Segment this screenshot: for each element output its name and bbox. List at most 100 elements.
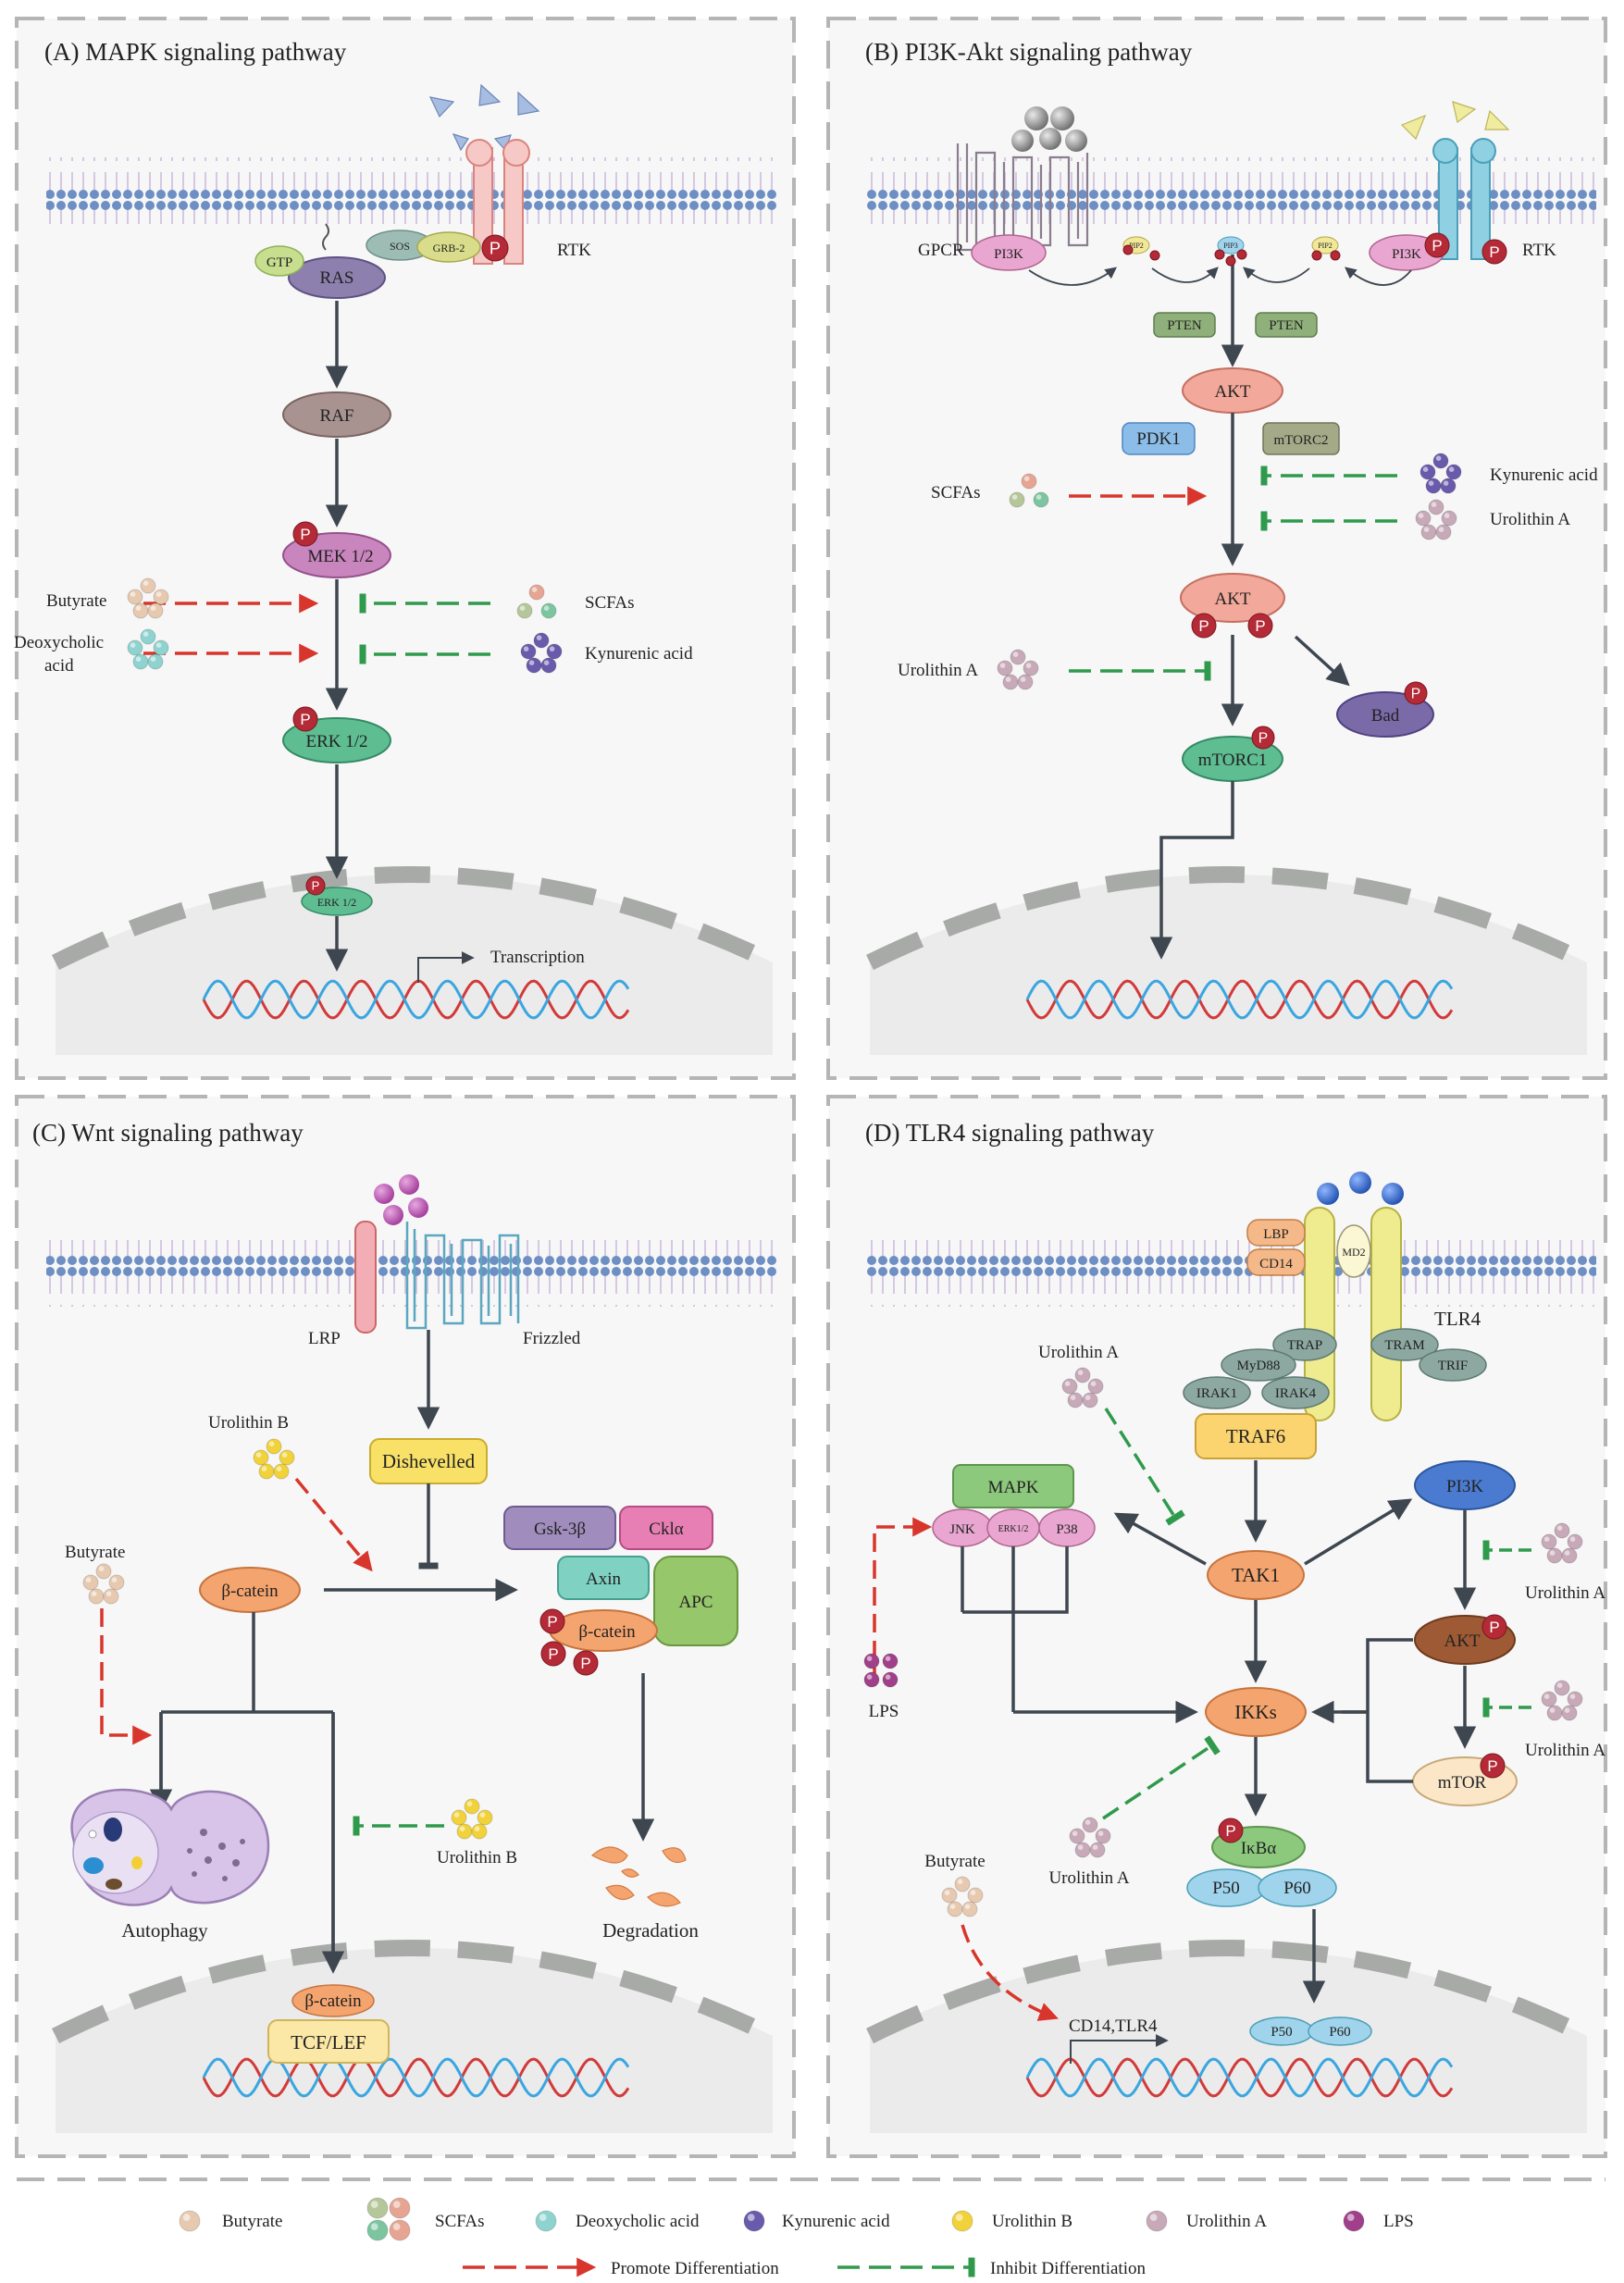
tlr4-label: TLR4 [1434, 1308, 1481, 1330]
inhibit-bar-urolithin-a-d-top [1104, 1408, 1185, 1526]
pi3k-b-right-label: PI3K [1392, 247, 1421, 262]
p60-nuclear-label: P60 [1329, 2025, 1350, 2040]
dishevelled-label: Dishevelled [382, 1450, 476, 1472]
frizzled-receptor [405, 1222, 520, 1330]
gsk-node [503, 1506, 616, 1550]
frizzled-label: Frizzled [523, 1329, 581, 1348]
urolithin-b-top-label: Urolithin B [208, 1413, 289, 1433]
svg-text:P: P [1198, 617, 1209, 635]
svg-text:P: P [1255, 617, 1265, 635]
pip3-label: PIP3 [1223, 242, 1238, 250]
apc-label: APC [679, 1593, 713, 1612]
phospho-marker: P [1481, 239, 1507, 265]
sos-label: SOS [390, 240, 410, 253]
akt-label: AKT [1214, 382, 1250, 402]
legend-kynurenic-label: Kynurenic acid [782, 2212, 890, 2231]
inhibit-bar-urolithin-a-d-mid [1102, 1735, 1221, 1820]
mtorc2-node [1262, 422, 1340, 455]
akt-phospho-node [1180, 573, 1285, 623]
ikba-label: IκBα [1241, 1839, 1277, 1858]
phospho-marker: P [573, 1650, 599, 1676]
phospho-marker [1330, 250, 1341, 261]
beta-catenin-nuclear-node [291, 1984, 375, 2017]
ras-anchor [322, 223, 329, 251]
p60-node [1258, 1868, 1337, 1907]
bad-label: Bad [1371, 706, 1400, 726]
nucleus-a [51, 866, 776, 1055]
pdk1-node [1122, 422, 1196, 455]
gtp-label: GTP [267, 255, 292, 270]
deoxycholic-a-label-1: Deoxycholic [14, 633, 104, 652]
rtk-b-label: RTK [1522, 241, 1556, 260]
tak1-node [1207, 1550, 1305, 1600]
phospho-marker: P [1218, 1818, 1244, 1843]
ck1-label: Cklα [649, 1520, 683, 1539]
svg-text:P: P [1487, 1757, 1497, 1775]
arrow-pip2-pip3-left [1151, 267, 1219, 283]
arrow-aktp-bad [1294, 635, 1350, 687]
urolithin-a-b-right-label: Urolithin A [1490, 510, 1570, 529]
phospho-marker: P [1480, 1753, 1506, 1779]
legend-butyrate-swatch [179, 2210, 201, 2232]
phospho-marker: P [540, 1641, 566, 1667]
rtk-a [465, 139, 530, 265]
scfas-b-cluster [1009, 473, 1049, 508]
autophagy-cell [70, 1788, 270, 1906]
phospho-marker: P [305, 875, 326, 896]
lrp-receptor [354, 1221, 377, 1334]
gpcr-label: GPCR [918, 241, 964, 260]
tlr4-receptor-right [1370, 1207, 1402, 1421]
akt-phospho-label: AKT [1214, 589, 1250, 609]
svg-text:P: P [300, 711, 310, 728]
kynurenic-a-label: Kynurenic acid [585, 644, 693, 664]
butyrate-d-cluster [941, 1876, 984, 1917]
butyrate-c-cluster [82, 1563, 125, 1605]
p60-label: P60 [1283, 1879, 1311, 1898]
degradation-fragments [590, 1846, 687, 1907]
trif-label: TRIF [1438, 1359, 1469, 1373]
pi3k-d-node [1414, 1460, 1516, 1510]
rtk-a-label: RTK [557, 241, 591, 260]
membrane-a [46, 157, 777, 224]
phospho-marker: P [1251, 726, 1275, 750]
axin-label: Axin [586, 1570, 622, 1589]
urolithin-b-bottom-cluster [451, 1798, 493, 1840]
grb2-node [416, 231, 481, 263]
membrane-d [865, 1240, 1596, 1307]
beta-catenin-nuclear-label: β-catein [304, 1991, 362, 2011]
cd14-tlr4-label: CD14,TLR4 [1069, 2016, 1158, 2036]
ligand-d [1317, 1172, 1404, 1205]
scfas-a-label: SCFAs [585, 593, 635, 613]
svg-text:P: P [580, 1655, 590, 1672]
mapk-label: MAPK [988, 1478, 1039, 1497]
pi3k-b-left-label: PI3K [994, 247, 1023, 262]
phospho-marker: P [1481, 1614, 1507, 1640]
pdk1-label: PDK1 [1136, 429, 1181, 449]
phospho-marker: P [1424, 232, 1450, 258]
erk-d-label: ERK1/2 [998, 1524, 1029, 1534]
dna-a [202, 979, 630, 1020]
svg-text:P: P [312, 879, 320, 893]
svg-text:P: P [548, 1645, 558, 1663]
urolithin-a-b-right-cluster [1415, 499, 1457, 540]
promote-arrow-butyrate-c [100, 1608, 153, 1745]
lbp-label: LBP [1263, 1227, 1289, 1242]
panel-c-title: (C) Wnt signaling pathway [32, 1119, 304, 1147]
nucleus-c [51, 1940, 776, 2133]
phospho-marker: P [1191, 613, 1217, 639]
scfas-b-label: SCFAs [931, 483, 981, 503]
transcription-arrow-d [1070, 2034, 1169, 2064]
akt-d-label: AKT [1444, 1632, 1480, 1651]
urolithin-a-b-left-label: Urolithin A [898, 661, 978, 680]
branch-beta-catenin [159, 1612, 335, 1953]
deoxycholic-a-label-2: acid [44, 656, 74, 676]
grb2-label: GRB-2 [433, 242, 465, 254]
lps-cluster [863, 1653, 899, 1688]
mek-label: MEK 1/2 [307, 547, 373, 566]
kynurenic-b-cluster [1419, 453, 1462, 494]
p50-label: P50 [1212, 1879, 1240, 1898]
pten-right-node [1255, 312, 1318, 338]
tlr4-receptor-left [1304, 1207, 1335, 1421]
ligand-c [374, 1174, 428, 1225]
mapk-merge-lines [961, 1546, 1069, 1712]
